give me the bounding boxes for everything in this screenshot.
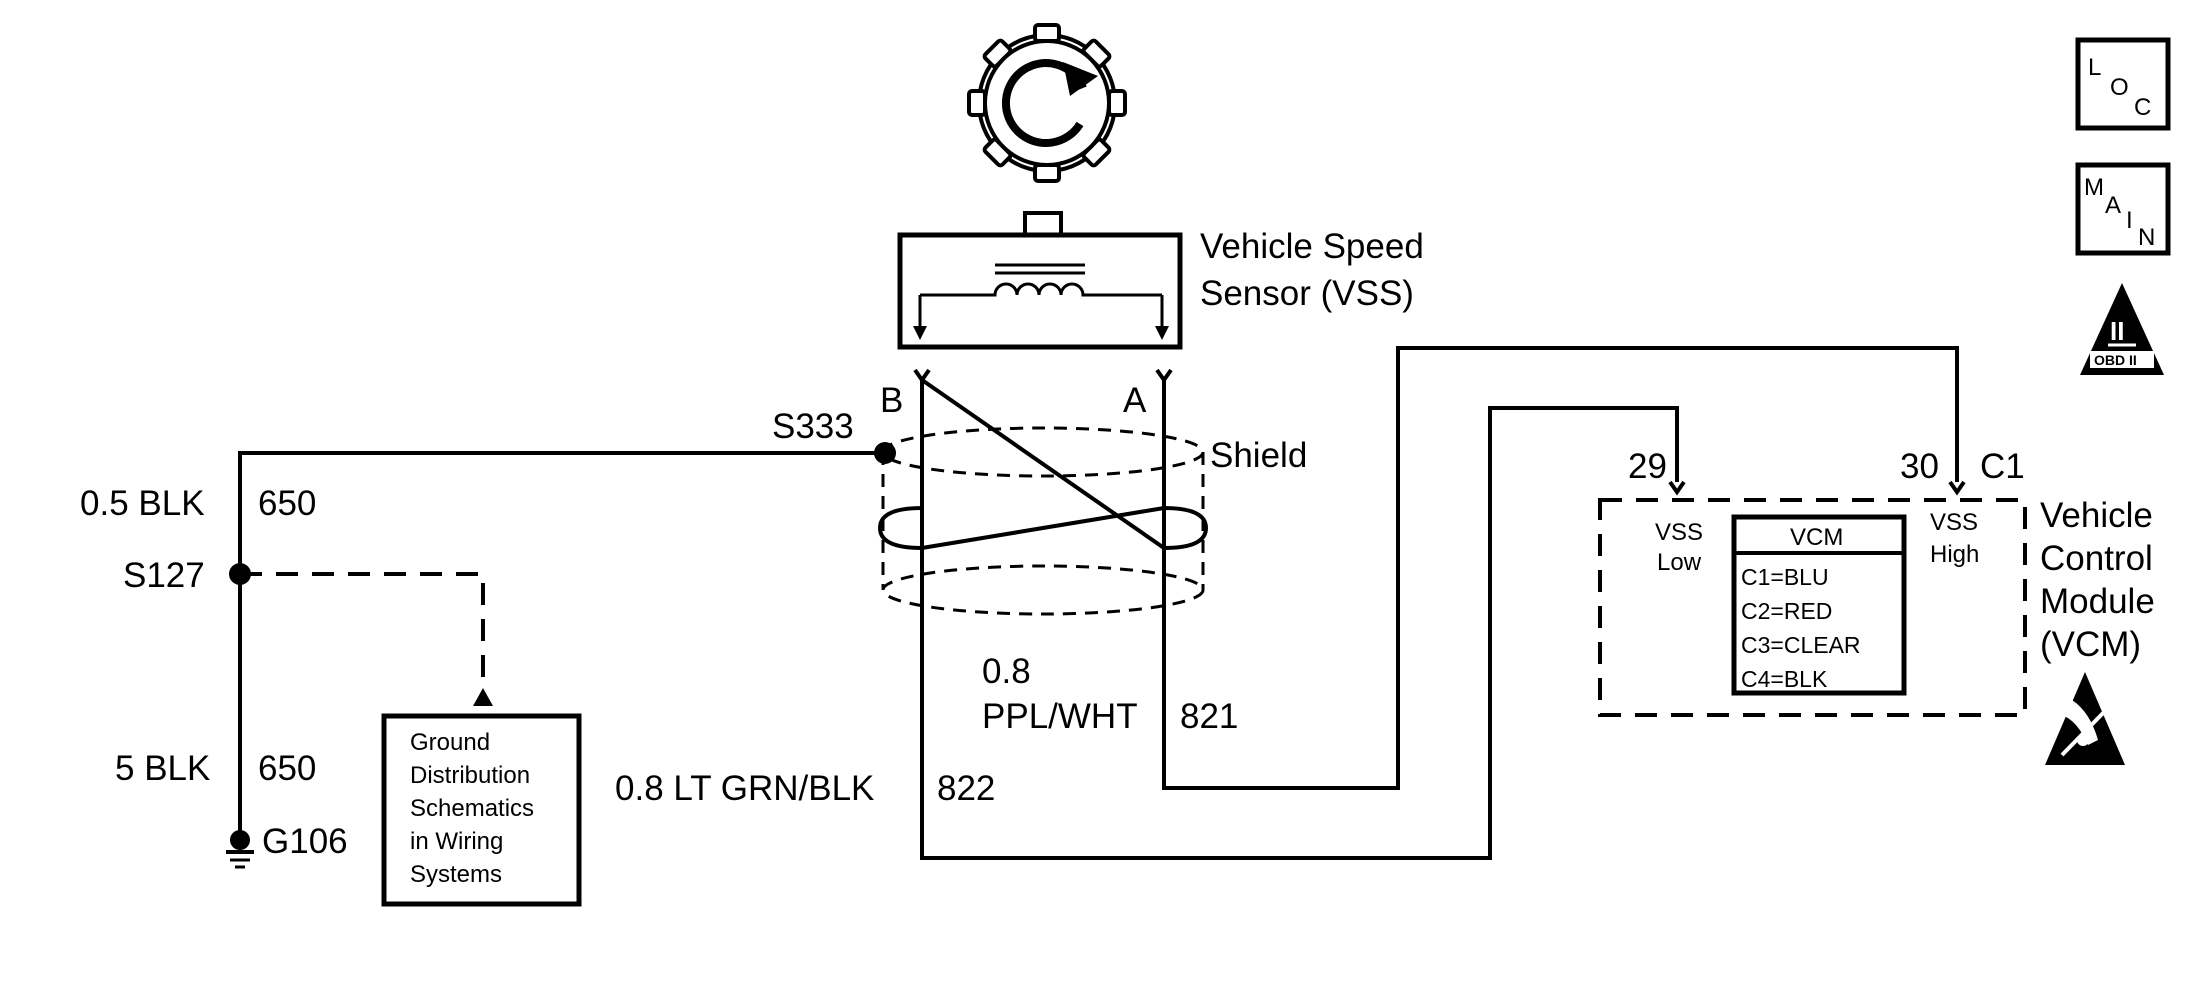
vcm-pin-30-terminal bbox=[1948, 480, 1966, 496]
wire-lower-circuit: 650 bbox=[258, 749, 316, 788]
vcm-key-c2: C2=RED bbox=[1741, 598, 1832, 624]
vcm-pin-30: 30 bbox=[1900, 447, 1939, 486]
loc-letter-o: O bbox=[2110, 74, 2129, 101]
vcm-name-1: Vehicle bbox=[2040, 496, 2153, 535]
wire-lower-gauge: 5 BLK bbox=[115, 749, 210, 788]
s333-label: S333 bbox=[772, 407, 854, 446]
vss-high-label-1: VSS bbox=[1930, 509, 1978, 536]
wire-650 bbox=[238, 451, 885, 840]
obd-text: OBD II bbox=[2094, 352, 2137, 368]
vcm-key-c3: C3=CLEAR bbox=[1741, 632, 1861, 658]
main-letter-m: M bbox=[2084, 174, 2104, 201]
vehicle-speed-sensor bbox=[897, 211, 1183, 350]
pin-b-label: B bbox=[880, 381, 903, 420]
splice-s333 bbox=[874, 442, 896, 464]
vcm-name-3: Module bbox=[2040, 582, 2155, 621]
ground-box-line-5: Systems bbox=[410, 861, 502, 888]
wire-upper-gauge: 0.5 BLK bbox=[80, 484, 205, 523]
vcm-name-4: (VCM) bbox=[2040, 625, 2141, 664]
g106-label: G106 bbox=[262, 822, 348, 861]
twisted-pair-shield bbox=[877, 376, 1209, 616]
sensor-name-line1: Vehicle Speed bbox=[1200, 227, 1424, 266]
main-letter-n: N bbox=[2138, 224, 2155, 251]
ground-box-line-3: Schematics bbox=[410, 795, 534, 822]
pin-a-label: A bbox=[1123, 381, 1147, 420]
ground-distribution-reference-box bbox=[381, 713, 582, 907]
ground-box-line-1: Ground bbox=[410, 729, 490, 756]
sensor-name-line2: Sensor (VSS) bbox=[1200, 274, 1414, 313]
obd-numeral: II bbox=[2110, 316, 2124, 346]
reference-arrow-icon bbox=[473, 688, 493, 706]
wire-821-circuit: 821 bbox=[1180, 697, 1238, 736]
rotating-gear-icon bbox=[967, 23, 1127, 183]
obd-ii-symbol-icon: II OBD II bbox=[2080, 283, 2164, 375]
wire-822-desc: 0.8 LT GRN/BLK bbox=[615, 769, 874, 808]
loc-symbol-icon: L O C bbox=[2075, 37, 2171, 131]
vcm-connector-c1: C1 bbox=[1980, 447, 2025, 486]
vcm-connector-key-box bbox=[1731, 514, 1907, 696]
esd-warning-icon bbox=[2045, 672, 2125, 765]
connector-pin-a bbox=[1155, 368, 1173, 384]
shield-label: Shield bbox=[1210, 436, 1307, 475]
main-letter-i: I bbox=[2126, 207, 2133, 234]
loc-letter-c: C bbox=[2134, 94, 2151, 121]
vss-high-label-2: High bbox=[1930, 541, 1979, 568]
vcm-pin-29-terminal bbox=[1668, 480, 1686, 496]
wire-822-circuit: 822 bbox=[937, 769, 995, 808]
wire-821 bbox=[1162, 346, 1959, 790]
vcm-module-outline bbox=[1598, 498, 2027, 717]
vss-low-label-1: VSS bbox=[1655, 519, 1703, 546]
ground-box-line-4: in Wiring bbox=[410, 828, 503, 855]
vcm-name-2: Control bbox=[2040, 539, 2153, 578]
vcm-pin-29: 29 bbox=[1628, 447, 1667, 486]
wire-821-gauge: 0.8 bbox=[982, 652, 1031, 691]
vcm-key-c1: C1=BLU bbox=[1741, 564, 1829, 590]
main-symbol-icon: M A I N bbox=[2075, 162, 2171, 256]
loc-letter-l: L bbox=[2088, 54, 2101, 81]
wire-822 bbox=[920, 380, 1679, 860]
ground-reference-line bbox=[240, 572, 485, 690]
main-letter-a: A bbox=[2105, 192, 2121, 219]
s127-label: S127 bbox=[123, 556, 205, 595]
wire-821-color: PPL/WHT bbox=[982, 697, 1138, 736]
vss-low-label-2: Low bbox=[1657, 549, 1702, 576]
ground-box-line-2: Distribution bbox=[410, 762, 530, 789]
vcm-key-c4: C4=BLK bbox=[1741, 666, 1828, 692]
vcm-key-title: VCM bbox=[1790, 524, 1843, 551]
wire-upper-circuit: 650 bbox=[258, 484, 316, 523]
ground-symbol-icon bbox=[226, 830, 254, 869]
